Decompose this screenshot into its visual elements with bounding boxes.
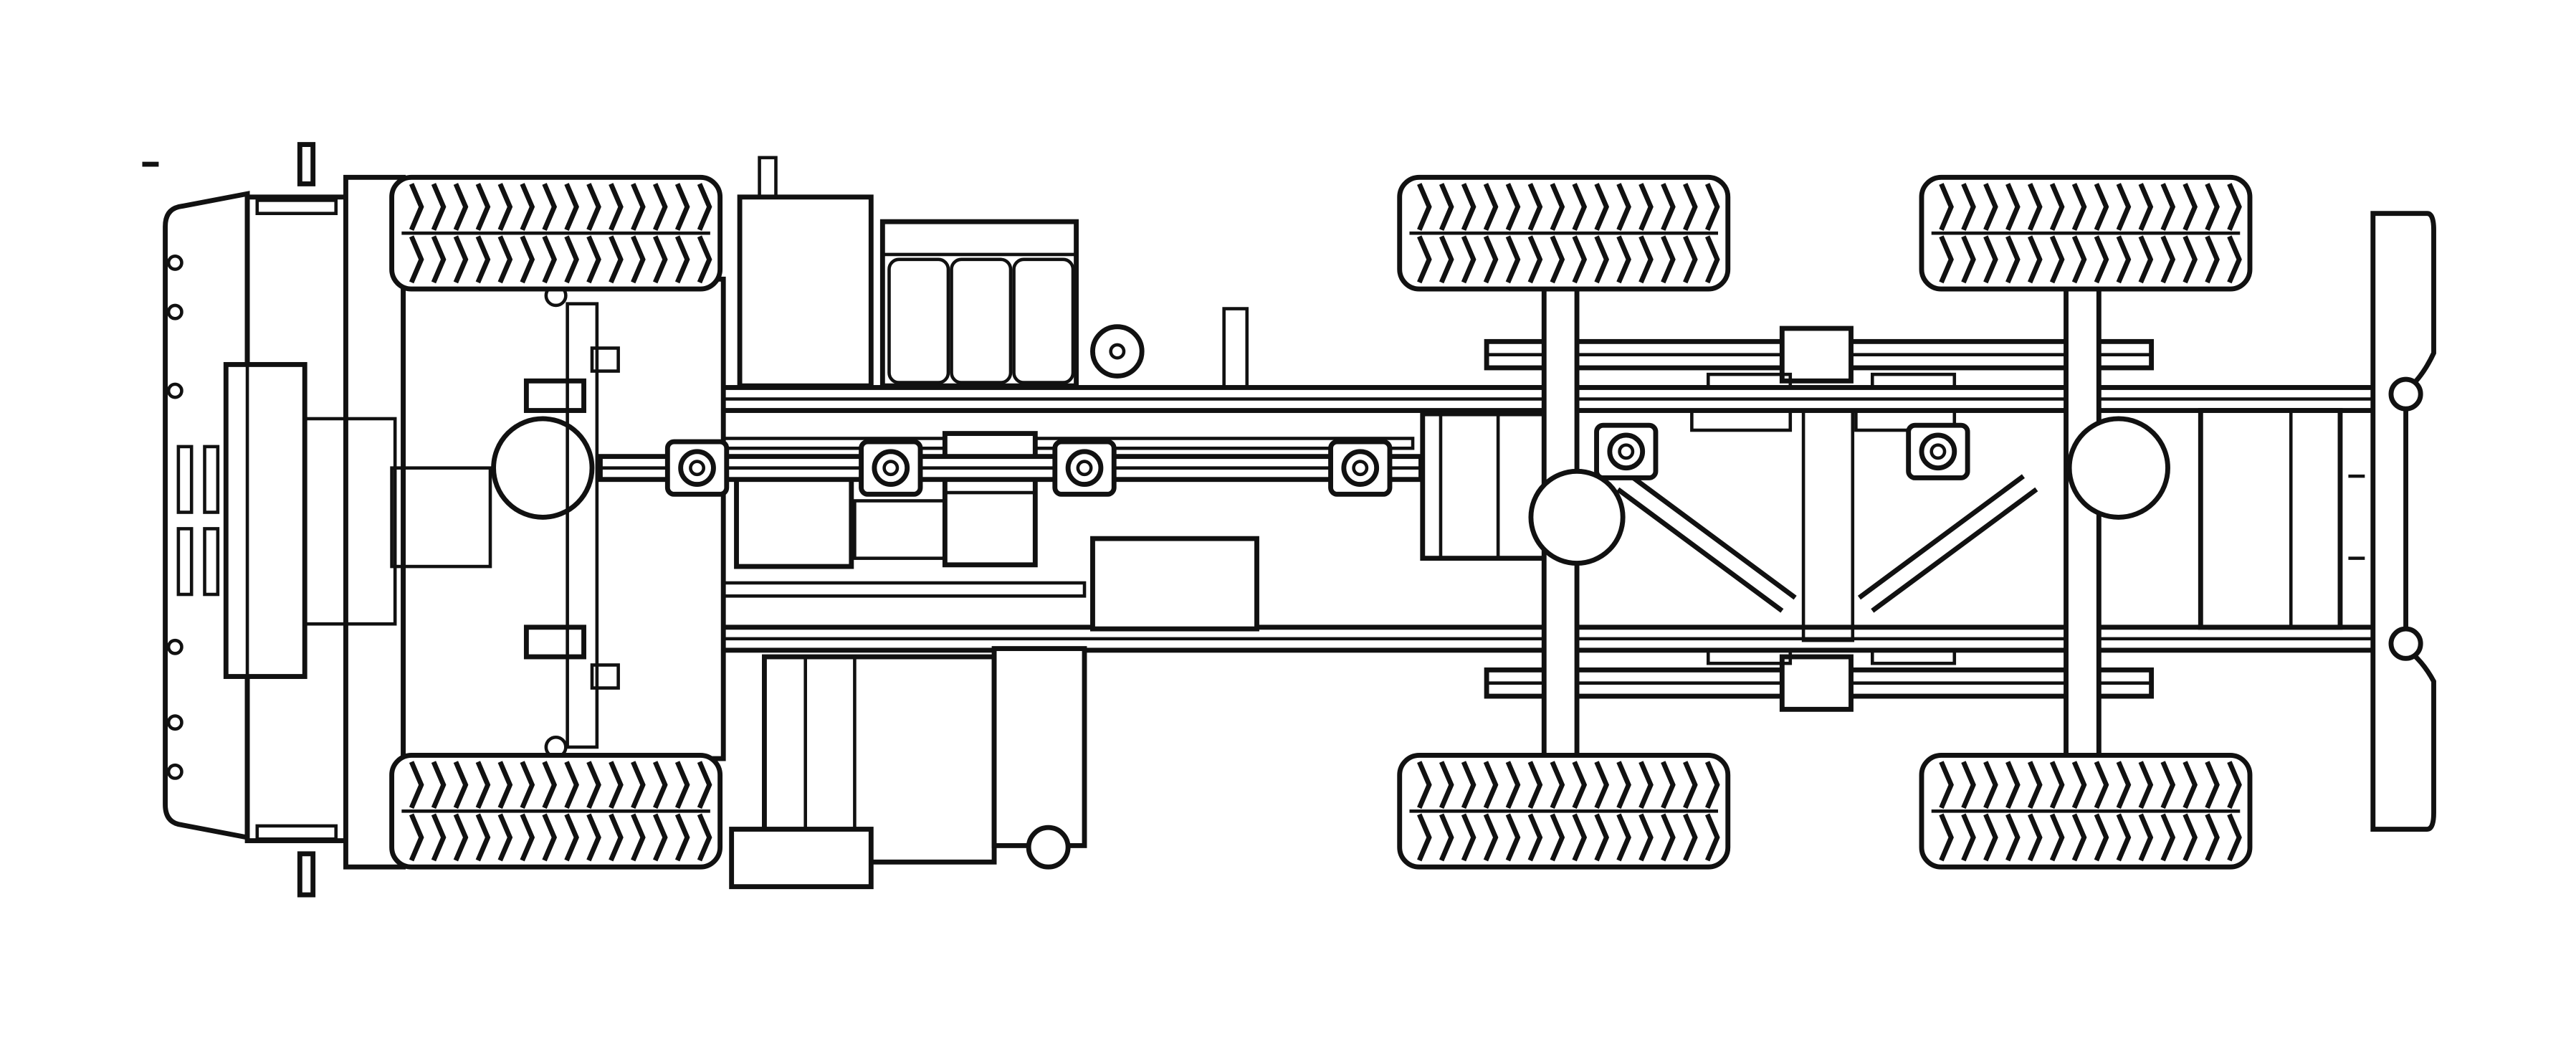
u-joint-6 [1906, 422, 1970, 480]
front-axle [302, 174, 726, 870]
tire-middle-left [1397, 174, 1731, 292]
engine-block [734, 156, 1038, 569]
tire-rear-right [1919, 753, 2253, 870]
rear-bumper [2198, 211, 2436, 832]
u-joint-3 [1052, 439, 1117, 497]
u-joint-1 [664, 439, 730, 497]
tire-middle-right [1397, 753, 1731, 870]
tires-layer [389, 174, 2253, 870]
u-joint-4 [1328, 439, 1393, 497]
rear-bogie [1484, 285, 2170, 758]
tire-rear-left [1919, 174, 2253, 292]
fuel-tank [729, 536, 1259, 890]
tire-front-left [389, 174, 723, 292]
transfer-case [1420, 411, 1548, 561]
u-joints-layer [664, 422, 1970, 497]
battery-box [879, 219, 1249, 389]
front-bumper [142, 142, 348, 898]
u-joint-5 [1594, 422, 1659, 480]
tire-front-right [389, 753, 723, 870]
u-joint-2 [859, 439, 923, 497]
